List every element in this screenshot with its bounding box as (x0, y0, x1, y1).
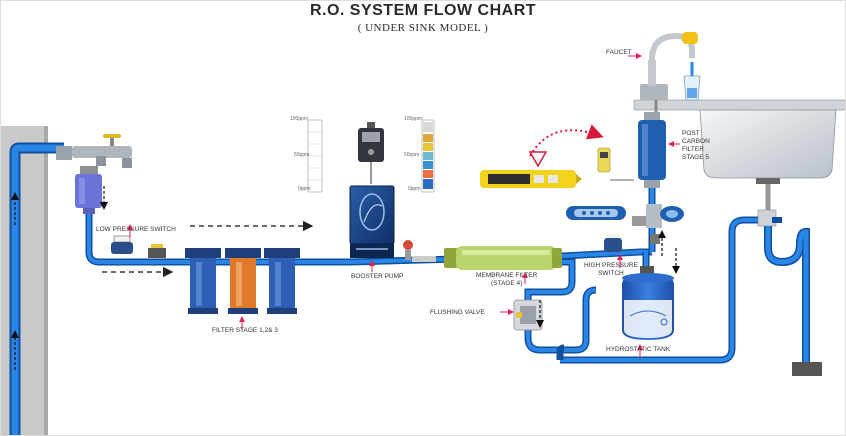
left-gauge-tick-bottom: 0ppm (298, 186, 311, 192)
filter-housing-1 (185, 248, 221, 314)
membrane-filter-label: MEMBRANE FILTER (STAGE 4) (476, 272, 538, 287)
drain-trap (764, 226, 822, 376)
inlet-tap (56, 134, 132, 168)
pre-sediment-filter (75, 166, 108, 214)
chart-title: R.O. SYSTEM FLOW CHART (309, 2, 537, 19)
tds-probe (597, 147, 634, 181)
high-pressure-switch-label: HIGH PRESSURE SWITCH (584, 262, 638, 277)
reject-line (524, 216, 772, 364)
filter-housing-3 (264, 248, 300, 314)
flushing-valve (500, 299, 544, 331)
post-carbon-filter (638, 112, 680, 188)
tds-pen-meter (480, 124, 604, 188)
high-pressure-switch (604, 234, 623, 268)
right-gauge-tick-top: 100ppm (404, 116, 423, 122)
tds-gauge-right (421, 119, 435, 193)
solenoid-valve (403, 240, 436, 262)
wall (0, 126, 48, 436)
flush-down-arrow (536, 300, 544, 328)
booster-pump-label: BOOSTER PUMP (351, 273, 404, 280)
booster-pump (349, 185, 395, 272)
right-gauge-tick-mid: 50ppm (404, 152, 420, 158)
faucet-label: FAUCET (606, 49, 632, 56)
membrane-filter (444, 246, 562, 284)
tds-hanging-meter (358, 122, 384, 184)
chart-subtitle: ( UNDER SINK MODEL ) (357, 22, 489, 34)
tds-gauge-left (307, 119, 323, 193)
left-gauge-tick-mid: 50ppm (294, 152, 310, 158)
filter-housing-2 (225, 248, 261, 314)
check-valve-cluster (632, 204, 684, 244)
hydrostatic-tank (622, 266, 674, 358)
filter-stage-label: FILTER STAGE 1,2& 3 (212, 327, 278, 334)
inlet-riser-pipe (9, 142, 64, 436)
hydrostatic-tank-label: HYDROSTATIC TANK (606, 346, 671, 353)
tank-flow-arrows (658, 230, 680, 274)
sink (633, 99, 846, 227)
filter-down-arrow (100, 186, 108, 210)
right-gauge-tick-bottom: 0ppm (408, 186, 421, 192)
flushing-valve-label: FLUSHING VALVE (430, 309, 485, 316)
flow-indicator (566, 206, 626, 220)
low-pressure-switch-label: LOW PRESSURE SWITCH (96, 226, 176, 233)
riser-flow-arrow-1 (11, 192, 19, 225)
left-gauge-tick-top: 100ppm (290, 116, 309, 122)
riser-flow-arrow-2 (11, 330, 19, 370)
ro-faucet (628, 32, 701, 112)
post-carbon-filter-label: POST CARBON FILTER STAGE 5 (682, 130, 710, 161)
low-pressure-switch (111, 224, 166, 258)
